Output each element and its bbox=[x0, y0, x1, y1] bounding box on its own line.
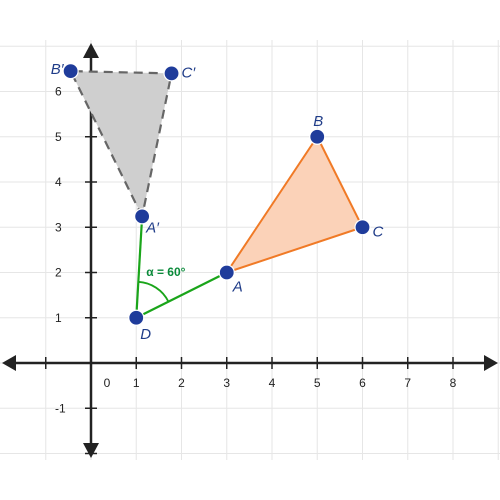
x-tick-label: 5 bbox=[314, 376, 321, 390]
y-tick-label: 3 bbox=[55, 220, 62, 234]
segment-da bbox=[135, 271, 228, 319]
x-tick-label: 6 bbox=[359, 376, 366, 390]
triangle-a-prime-b-prime-c-prime bbox=[68, 69, 173, 220]
y-axis-arrow-down bbox=[83, 443, 99, 458]
axis-ticks: 0 1 2 3 4 5 6 7 8 -1 1 2 3 4 5 6 bbox=[45, 85, 457, 455]
point-b-prime bbox=[62, 63, 79, 80]
label-a-prime: A′ bbox=[145, 219, 160, 236]
axes bbox=[2, 43, 498, 458]
y-tick-label: 6 bbox=[55, 85, 62, 99]
x-tick-label: 0 bbox=[104, 376, 111, 390]
x-tick-label: 3 bbox=[223, 376, 230, 390]
x-tick-label: 8 bbox=[450, 376, 457, 390]
x-axis-arrow-right bbox=[484, 355, 498, 371]
y-tick-label: 4 bbox=[55, 175, 62, 189]
label-c-prime: C′ bbox=[182, 64, 197, 81]
point-c bbox=[354, 219, 371, 236]
point-a-prime bbox=[134, 208, 151, 225]
triangle-abc bbox=[224, 134, 364, 275]
label-b-prime: B′ bbox=[51, 61, 65, 78]
label-a: A bbox=[232, 279, 243, 296]
x-tick-label: 2 bbox=[178, 376, 185, 390]
point-c-prime bbox=[163, 65, 180, 82]
x-tick-label: 1 bbox=[133, 376, 140, 390]
segment-da-prime bbox=[135, 216, 144, 318]
x-tick-label: 7 bbox=[404, 376, 411, 390]
y-tick-label: 2 bbox=[55, 266, 62, 280]
point-d bbox=[128, 309, 145, 326]
label-b: B bbox=[313, 113, 323, 130]
rotation-angle-label: α = 60° bbox=[146, 265, 185, 279]
y-tick-label: 5 bbox=[55, 130, 62, 144]
x-axis-arrow-left bbox=[2, 355, 16, 371]
x-tick-label: 4 bbox=[269, 376, 276, 390]
label-d: D bbox=[140, 326, 151, 343]
label-c: C bbox=[373, 223, 384, 240]
point-a bbox=[218, 264, 235, 281]
rotation-angle-arc bbox=[138, 280, 170, 303]
y-tick-label: 1 bbox=[55, 311, 62, 325]
y-tick-label: -1 bbox=[55, 401, 66, 415]
point-b bbox=[309, 128, 326, 145]
y-axis-arrow-up bbox=[83, 43, 99, 58]
points: A B C D A′ B′ C′ bbox=[51, 61, 384, 343]
